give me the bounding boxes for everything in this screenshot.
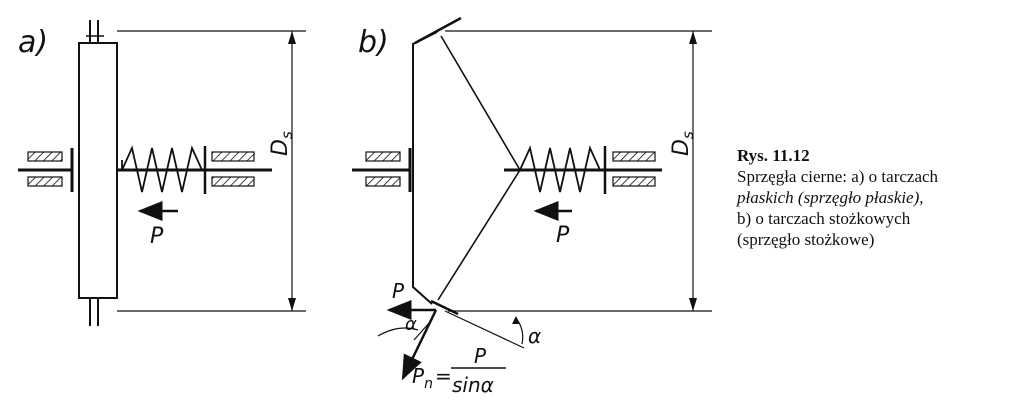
fraction-numerator: P [474,344,487,368]
dimension-label-b: Ds [669,131,697,156]
label-b: b) [358,25,389,60]
dimension-label: Ds [268,131,296,156]
svg-text:P: P [392,279,405,303]
svg-text:P: P [556,223,570,248]
diagram-b: b) P Ds P [352,16,712,397]
cone-line-bottom [437,169,521,301]
bearing-left-top [27,151,63,162]
bearing-right-bottom [211,176,255,187]
normal-force-arrow [401,309,438,381]
svg-text:α: α [528,324,541,348]
bearing-right-top [211,151,255,162]
cone-body [412,31,438,305]
flat-disc [78,42,118,299]
caption-line-4: (sprzęgło stożkowe) [737,230,875,249]
bearing-left-bottom [27,176,63,187]
caption-title: Rys. 11.12 [737,146,810,165]
cone-line-top [440,35,521,171]
caption-line-3: b) o tarczach stożkowych [737,209,911,228]
svg-text:α: α [405,314,417,335]
force-label: P [150,224,164,249]
spring-b [519,145,601,193]
label-a: a) [18,25,48,60]
diagram-a: a) P Ds [18,20,306,326]
caption-line-2: płaskich (sprzęgło płaskie), [737,188,924,207]
caption-line-1: Sprzęgła cierne: a) o tarczach [737,167,939,186]
spring [121,145,203,193]
fraction-denominator: sinα [452,373,494,397]
normal-force-label: Pn= [412,364,452,392]
figure-caption: Rys. 11.12 Sprzęgła cierne: a) o tarczac… [737,145,1032,250]
